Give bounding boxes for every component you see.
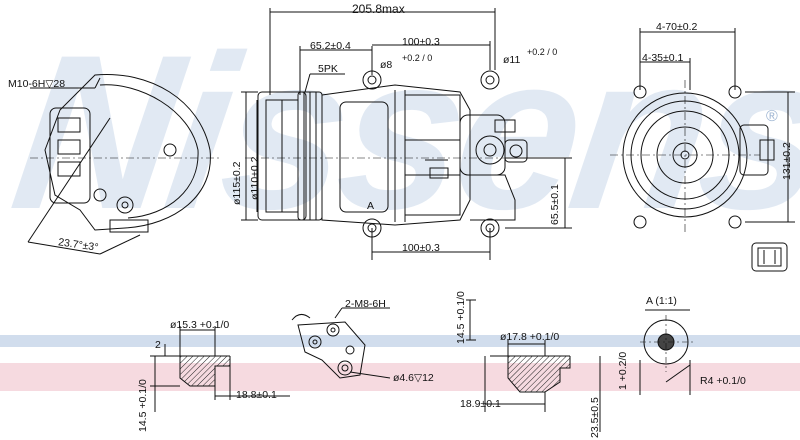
dim-hole-spacing-top: 100±0.3	[402, 36, 440, 48]
dim-hole-right: ø11	[503, 54, 521, 66]
dim-thread: M10-6H▽28	[8, 78, 66, 90]
detail-a	[639, 309, 695, 395]
detail-1	[150, 326, 290, 412]
end-view	[610, 28, 795, 272]
dim-thread-2: 2-M8-6H	[345, 298, 386, 310]
dim-hole-left: ø8	[380, 59, 393, 71]
dim-height-131: 131±0.2	[781, 142, 793, 180]
dim-hole-left-tol: +0.2 / 0	[402, 53, 433, 63]
dim-pulley-offset: 65.2±0.4	[310, 40, 351, 52]
section-a-marker: A	[367, 200, 375, 212]
dim-d145-left: 14.5 +0.1/0	[137, 379, 149, 432]
left-side-view	[27, 73, 220, 255]
dim-d235: 23.5±0.5	[589, 397, 601, 438]
detail-2	[291, 307, 391, 379]
dim-hole-46: ø4.6▽12	[393, 372, 434, 384]
dim-width-35: 4-35±0.1	[642, 52, 684, 64]
dim-d178: ø17.8 +0.1/0	[500, 331, 560, 343]
dim-pulley-dia: ø115±0.2	[231, 161, 243, 205]
dim-d188: 18.8±0.1	[236, 389, 277, 401]
dim-hole-right-tol: +0.2 / 0	[527, 47, 558, 57]
blue-band	[0, 335, 800, 347]
dim-pulley-dia-inner: ø110±0.2	[249, 156, 261, 200]
dim-d189: 18.9±0.1	[460, 398, 501, 410]
pink-band	[0, 363, 800, 391]
section-a-label: A (1:1)	[646, 295, 677, 307]
dim-belt: 5PK	[318, 63, 338, 75]
dim-width-70: 4-70±0.2	[656, 21, 698, 33]
dim-d2: 2	[155, 339, 161, 351]
dim-d145-right: 14.5 +0.1/0	[455, 291, 467, 344]
dim-d153: ø15.3 +0.1/0	[170, 319, 230, 331]
registered-mark: ®	[766, 108, 778, 125]
dim-total-length: 205.8max	[352, 2, 405, 16]
detail-3	[466, 299, 601, 432]
dim-r4: R4 +0.1/0	[700, 375, 746, 387]
front-view	[241, 8, 572, 260]
dim-hole-spacing-bottom: 100±0.3	[402, 242, 440, 254]
dim-height-65: 65.5±0.1	[549, 184, 561, 225]
dim-d1: 1 +0.2/0	[617, 351, 629, 390]
